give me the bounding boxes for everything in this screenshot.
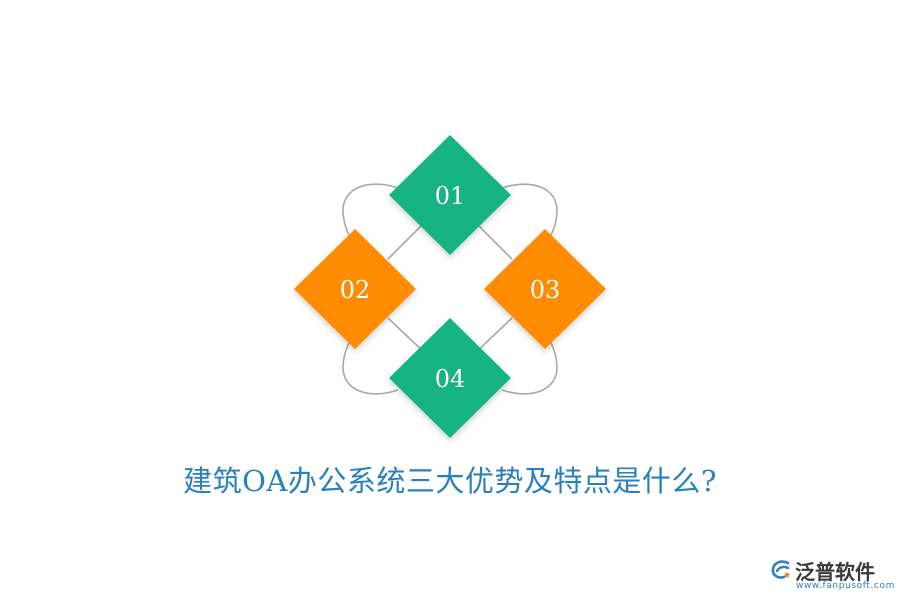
logo-name: 泛普软件 [795, 560, 875, 584]
node-01: 01 [389, 135, 511, 255]
page-title: 建筑OA办公系统三大优势及特点是什么? [183, 464, 717, 498]
node-03: 03 [484, 229, 606, 349]
node-label-02: 02 [340, 276, 371, 304]
brand-logo: 泛普软件 www.fanpusoft.com [770, 555, 895, 595]
node-label-01: 01 [435, 182, 466, 210]
logo-url: www.fanpusoft.com [796, 581, 895, 591]
node-label-03: 03 [530, 276, 561, 304]
node-label-04: 04 [435, 365, 466, 393]
node-02: 02 [294, 229, 416, 349]
node-04: 04 [389, 318, 511, 438]
fanpu-logo-icon [771, 560, 790, 579]
